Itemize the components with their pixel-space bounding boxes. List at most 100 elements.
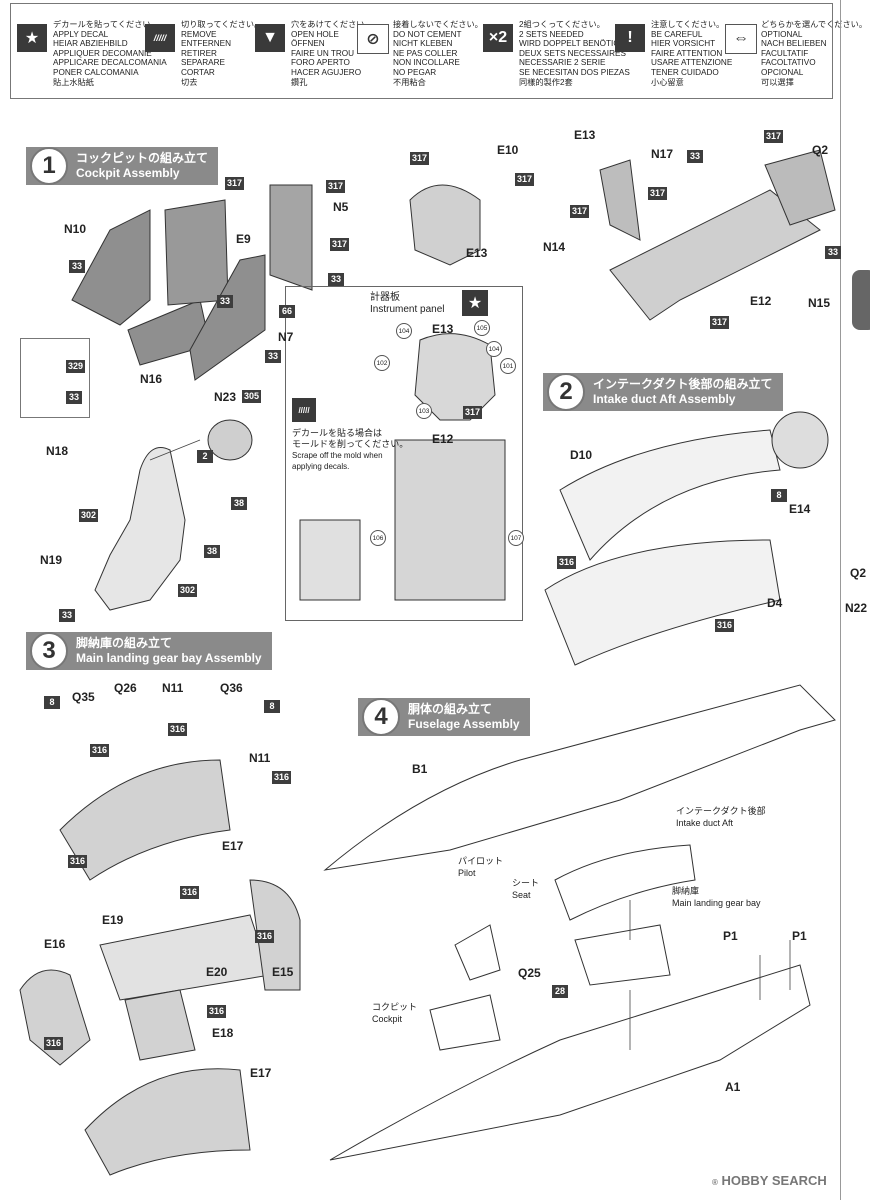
color-callout: 2	[197, 450, 213, 463]
color-callout: 317	[410, 152, 430, 165]
color-callout: 329	[66, 360, 86, 373]
step-number: 3	[30, 632, 68, 670]
fuselage-lower-A1	[329, 964, 811, 1161]
part-label-Q35: Q35	[72, 690, 95, 704]
legend-text: FAIRE UN TROU	[291, 48, 355, 58]
step-title-jp: インテークダクト後部の組み立て	[593, 377, 773, 391]
part-label-N18: N18	[46, 444, 69, 458]
seat-drawing-step4	[454, 924, 501, 981]
cockpit-side-wall-right	[189, 254, 266, 381]
legend-text: 可以選擇	[761, 77, 794, 87]
legend-text: 小心留意	[651, 77, 684, 87]
part-label-N16: N16	[140, 372, 163, 386]
color-callout: 33	[825, 246, 841, 259]
legend-bar: ★ デカールを貼ってください。 APPLY DECAL HEIAR ABZIEH…	[10, 3, 867, 99]
intake-duct-upper	[559, 429, 781, 561]
step-title-en: Main landing gear bay Assembly	[76, 651, 262, 665]
legend-text: BE CAREFUL	[651, 29, 703, 39]
part-label-E18: E18	[212, 1026, 234, 1040]
sidewall-detail	[299, 519, 361, 601]
caption-cockpit-jp: コクピット	[372, 1002, 418, 1012]
fuselage-upper-B1	[323, 684, 836, 871]
legend-text: DO NOT CEMENT	[393, 29, 462, 39]
legend-text: REMOVE	[181, 29, 217, 39]
legend-text: DEUX SETS NECESSAIRES	[519, 48, 626, 58]
decal-number: 107	[508, 530, 524, 546]
optional-icon: ⇔	[725, 24, 757, 54]
caption-intake-jp: インテークダクト後部	[676, 806, 766, 816]
gear-bay-E17b	[84, 1068, 251, 1176]
legend-text: RETIRER	[181, 48, 217, 58]
part-label-E12: E12	[750, 294, 772, 308]
legend-text: NACH BELIEBEN	[761, 39, 827, 49]
leader-line	[149, 439, 201, 461]
watermark: ® HOBBY SEARCH	[712, 1173, 827, 1188]
legend-text: SE NECESITAN DOS PIEZAS	[519, 67, 630, 77]
color-callout: 8	[264, 700, 280, 713]
caption-pilot-jp: パイロット	[458, 856, 504, 866]
engine-face	[771, 411, 829, 469]
color-callout: 316	[715, 619, 735, 632]
part-label-E10: E10	[497, 143, 519, 157]
legend-text: デカールを貼ってください。	[53, 20, 159, 29]
part-label-N5: N5	[333, 200, 349, 214]
color-callout: 302	[178, 584, 198, 597]
star-icon: ★	[462, 290, 488, 316]
instrument-panel-drawing	[414, 333, 496, 421]
legend-text: USARE ATTENZIONE	[651, 58, 733, 68]
instrument-panel-part	[409, 184, 481, 266]
caption-bay-en: Main landing gear bay	[672, 898, 761, 908]
part-label-Q2: Q2	[812, 143, 829, 157]
legend-text: 不用粘合	[393, 77, 426, 87]
intake-drawing-step4	[554, 844, 696, 921]
cockpit-floor-drawing	[394, 439, 506, 601]
color-callout: 316	[168, 723, 188, 736]
legend-text: OPCIONAL	[761, 67, 804, 77]
watermark-reg: ®	[712, 1178, 718, 1187]
part-label-E14: E14	[789, 502, 811, 516]
legend-text: NON INCOLLARE	[393, 58, 460, 68]
color-callout: 33	[69, 260, 85, 273]
careful-icon: !	[615, 24, 645, 52]
legend-text: HACER AGUJERO	[291, 67, 362, 77]
step-number: 1	[30, 147, 68, 185]
legend-text: 同樣的製作2套	[519, 77, 573, 87]
color-callout: 66	[279, 305, 295, 318]
decal-number: 105	[474, 320, 490, 336]
part-label-N23: N23	[214, 390, 237, 404]
decal-number: 103	[416, 403, 432, 419]
part-label-N7: N7	[278, 330, 294, 344]
part-label-B1: B1	[412, 762, 428, 776]
step-title-en: Intake duct Aft Assembly	[593, 392, 736, 406]
color-callout: 317	[463, 406, 483, 419]
part-label-D4: D4	[767, 596, 783, 610]
step-title-en: Fuselage Assembly	[408, 717, 520, 731]
color-callout: 33	[265, 350, 281, 363]
color-callout: 316	[68, 855, 88, 868]
watermark-brand: HOBBY SEARCH	[721, 1173, 827, 1188]
decal-number: 104	[396, 323, 412, 339]
legend-text: CORTAR	[181, 67, 215, 77]
gear-bay-E16	[19, 969, 91, 1066]
part-label-N11: N11	[249, 751, 271, 765]
part-label-E16: E16	[44, 937, 66, 951]
legend-text: TENER CUIDADO	[651, 67, 719, 77]
legend-text: 鑽孔	[291, 77, 308, 87]
part-label-Q25: Q25	[518, 966, 541, 980]
part-label-N15: N15	[808, 296, 831, 310]
cockpit-side-wall-left	[71, 209, 151, 326]
part-label-P1: P1	[792, 929, 807, 943]
color-callout: 38	[204, 545, 220, 558]
step-title-en: Cockpit Assembly	[76, 166, 180, 180]
step-number: 2	[547, 373, 585, 411]
color-callout: 316	[255, 930, 275, 943]
part-label-Q36: Q36	[220, 681, 243, 695]
caption-pilot-en: Pilot	[458, 868, 476, 878]
legend-text: 接着しないでください。	[393, 20, 483, 29]
caption-intake-en: Intake duct Aft	[676, 818, 734, 828]
part-label-N22: N22	[845, 601, 868, 615]
gear-bay-E18	[124, 989, 196, 1061]
